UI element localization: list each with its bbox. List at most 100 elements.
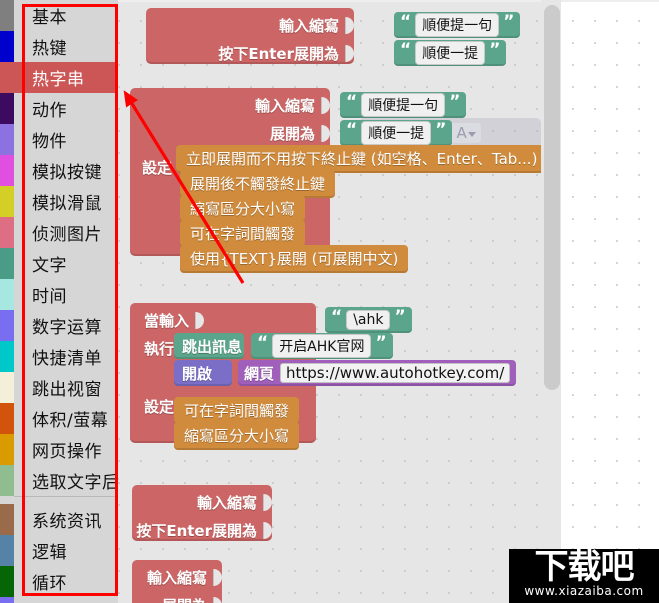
sidebar-item-14[interactable]: 网页操作 (0, 434, 118, 465)
sidebar-item-3[interactable]: 动作 (0, 93, 118, 124)
block1-row1-text[interactable]: “ 順便提一句 ” (394, 11, 521, 38)
block2-option-0[interactable]: 立即展開而不用按下終止鍵 (如空格、Enter、Tab...) (176, 145, 548, 173)
sidebar-item-11[interactable]: 快捷清单 (0, 341, 118, 372)
quote-open-icon: “ (257, 332, 269, 353)
sidebar-item-label: 模拟按键 (32, 163, 102, 183)
quote-close-icon: ” (489, 39, 501, 60)
block3-row1-notch (195, 311, 205, 329)
sidebar-item-label: 动作 (32, 101, 67, 121)
sidebar-item-8[interactable]: 文字 (0, 248, 118, 279)
sidebar-item-1[interactable]: 热键 (0, 31, 118, 62)
block1-row2-text[interactable]: “ 順便一提 ” (394, 39, 507, 66)
block3-msgbox-label: 跳出訊息 (182, 337, 243, 356)
block3-webpage-block[interactable]: 網頁 https://www.autohotkey.com/ (238, 360, 517, 386)
block3-row1-label: 當輸入 (144, 311, 190, 330)
quote-open-icon: “ (346, 119, 358, 140)
sidebar-item-5[interactable]: 模拟按键 (0, 155, 118, 186)
sidebar-item-2[interactable]: 热字串 (0, 62, 118, 93)
category-color-swatch (0, 465, 14, 496)
category-sidebar[interactable]: 基本热键热字串动作物件模拟按键模拟滑鼠侦测图片文字时间数字运算快捷清单跳出视窗体… (0, 0, 120, 603)
category-color-swatch (0, 504, 14, 535)
sidebar-item-15[interactable]: 选取文字后 (0, 465, 120, 496)
sidebar-item-label: 热字串 (32, 70, 85, 90)
category-color-swatch (0, 0, 14, 31)
workspace-vertical-scrollbar-thumb[interactable] (544, 5, 560, 390)
block3-msgbox-text[interactable]: “ 开启AHK官网 ” (251, 333, 393, 359)
block3-msgbox[interactable]: 跳出訊息 (174, 333, 244, 359)
block1-row1-input[interactable]: 順便提一句 (415, 13, 500, 37)
sidebar-item-label: 系统资讯 (32, 512, 102, 532)
block5-row1-notch (213, 568, 222, 586)
sidebar-item-label: 网页操作 (32, 442, 102, 462)
category-color-swatch (0, 279, 14, 310)
block3-settings-label: 設定 (144, 397, 175, 416)
block3-open-label: 開啟 (182, 364, 213, 383)
quote-close-icon: ” (503, 11, 515, 32)
category-color-swatch (0, 31, 14, 62)
quote-close-icon: ” (449, 91, 461, 112)
block5-row1-label: 輸入縮寫 (146, 568, 207, 587)
block2-row1-notch (321, 96, 330, 114)
quote-open-icon: “ (400, 39, 412, 60)
sidebar-item-label: 文字 (32, 256, 67, 276)
blocks-workspace[interactable]: 輸入縮寫 按下Enter展開為 “ 順便提一句 ” “ 順便一提 ” Shift… (118, 0, 556, 603)
block3-trigger-input[interactable]: \ahk (346, 310, 391, 330)
category-color-swatch (0, 566, 14, 597)
watermark-logo: 下载吧 www.xiazaiba.com (509, 549, 659, 603)
category-list-primary[interactable]: 基本热键热字串动作物件模拟按键模拟滑鼠侦测图片文字时间数字运算快捷清单跳出视窗体… (0, 0, 120, 496)
sidebar-item-label: 数字运算 (32, 318, 102, 338)
block3-msgbox-input[interactable]: 开启AHK官网 (272, 334, 372, 358)
watermark-title: 下载吧 (534, 549, 635, 587)
block4-row2-notch (263, 521, 272, 539)
sidebar-item-13[interactable]: 体积/萤幕 (0, 403, 118, 434)
block3-open-block[interactable]: 開啟 (174, 360, 232, 386)
block2-option-3[interactable]: 可在字詞間觸發 (180, 220, 306, 248)
sidebar-item-0[interactable]: 基本 (0, 0, 118, 31)
sidebar-item-6[interactable]: 模拟滑鼠 (0, 186, 118, 217)
block-hotstring-5[interactable]: 輸入縮寫 展開為 (132, 560, 222, 603)
block3-option-1[interactable]: 縮寫區分大小寫 (174, 422, 300, 450)
block-hotstring-1[interactable]: 輸入縮寫 按下Enter展開為 (146, 8, 354, 64)
block2-row2-text[interactable]: “ 順便一提 ” (340, 119, 453, 146)
block4-row1-label: 輸入縮寫 (196, 493, 257, 512)
category-color-swatch (0, 93, 14, 124)
block2-option-4[interactable]: 使用{TEXT}展開 (可展開中文) (180, 245, 409, 273)
sidebar-item-1[interactable]: 逻辑 (0, 535, 118, 566)
category-color-swatch (0, 62, 14, 93)
sidebar-item-label: 物件 (32, 132, 67, 152)
block3-trigger-text[interactable]: “ \ahk ” (325, 307, 412, 333)
right-dotted-panel (556, 0, 659, 603)
sidebar-item-0[interactable]: 系统资讯 (0, 504, 118, 535)
block2-row1-text[interactable]: “ 順便提一句 ” (340, 91, 467, 118)
block2-option-1[interactable]: 展開後不觸發終止鍵 (180, 170, 336, 198)
sidebar-item-4[interactable]: 物件 (0, 124, 118, 155)
block1-row2-input[interactable]: 順便一提 (415, 41, 486, 65)
block2-row1-label: 輸入縮寫 (254, 96, 315, 115)
category-color-swatch (0, 310, 14, 341)
sidebar-item-2[interactable]: 循环 (0, 566, 118, 597)
sidebar-item-12[interactable]: 跳出视窗 (0, 372, 118, 403)
block2-row2-input[interactable]: 順便一提 (361, 121, 432, 145)
sidebar-item-label: 选取文字后 (32, 473, 120, 493)
category-color-swatch (0, 248, 14, 279)
block-hotstring-4[interactable]: 輸入縮寫 按下Enter展開為 (132, 485, 272, 541)
block4-row2-label: 按下Enter展開為 (136, 521, 257, 540)
block2-settings-label: 設定 (142, 158, 173, 177)
block3-webpage-url-input[interactable]: https://www.autohotkey.com/ (280, 363, 511, 383)
block3-do-label: 執行 (144, 339, 175, 358)
block1-row2-label: 按下Enter展開為 (218, 44, 339, 63)
sidebar-item-label: 逻辑 (32, 543, 67, 563)
block2-option-2[interactable]: 縮寫區分大小寫 (180, 195, 306, 223)
block3-option-0[interactable]: 可在字詞間觸發 (174, 397, 300, 425)
sidebar-item-label: 快捷清单 (32, 349, 102, 369)
ghost-key2-dropdown: A (448, 123, 481, 143)
category-list-secondary[interactable]: 系统资讯逻辑循环串列函式变数自订编码 (0, 504, 118, 603)
block2-row1-input[interactable]: 順便提一句 (361, 93, 446, 117)
sidebar-item-10[interactable]: 数字运算 (0, 310, 118, 341)
sidebar-item-3[interactable]: 串列 (0, 597, 118, 603)
block1-row1-notch (345, 16, 354, 34)
quote-open-icon: “ (346, 91, 358, 112)
quote-open-icon: “ (400, 11, 412, 32)
sidebar-item-7[interactable]: 侦测图片 (0, 217, 118, 248)
sidebar-item-9[interactable]: 时间 (0, 279, 118, 310)
